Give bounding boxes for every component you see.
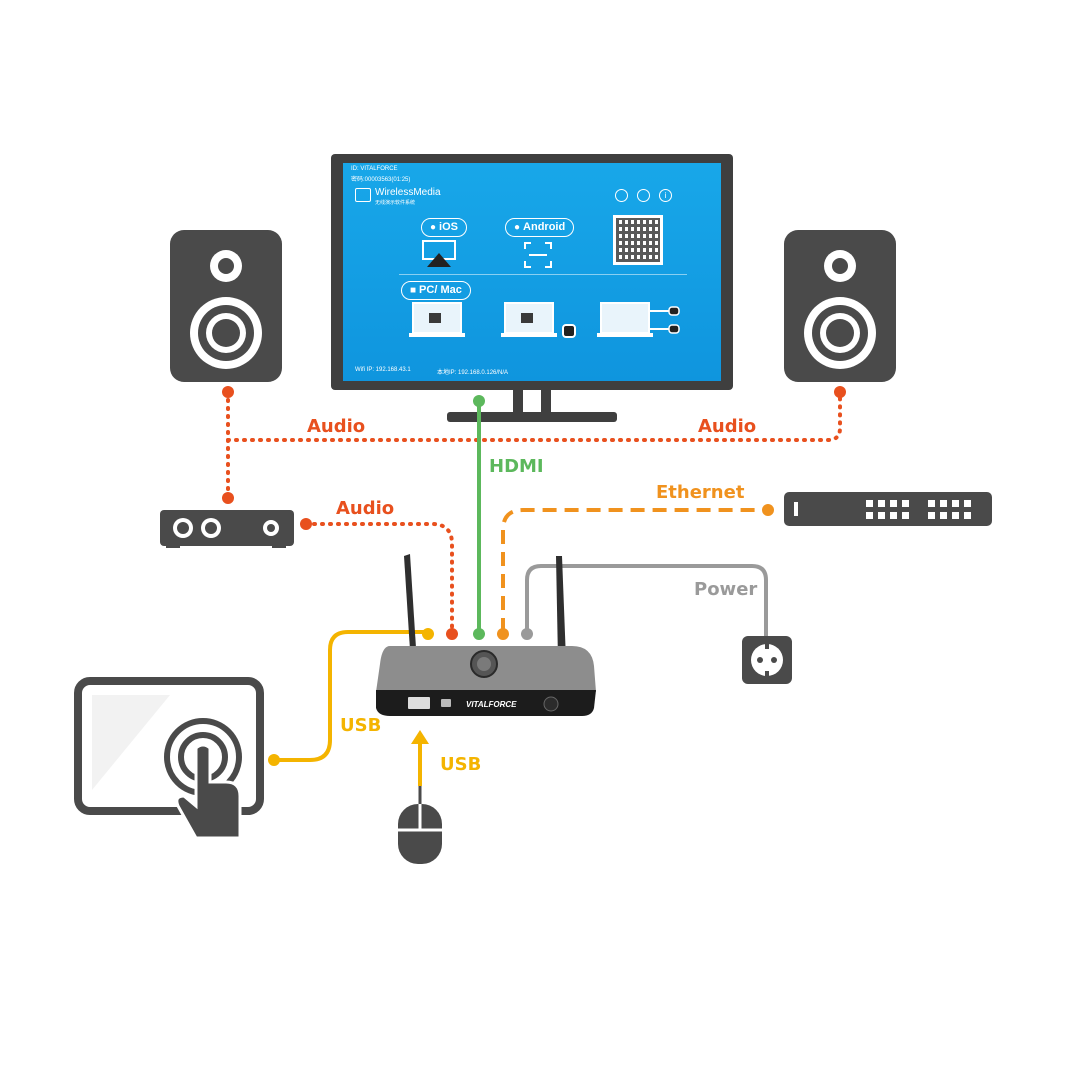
device-id-text: ID: VITALFORCE: [351, 166, 398, 172]
audio-interface-line: [304, 522, 454, 634]
audio-interface-label: Audio: [336, 498, 394, 519]
audio-left-connector: [222, 386, 234, 398]
box-usb-port: [422, 628, 434, 640]
laptop-dongle-icon: [501, 302, 576, 338]
info-icon[interactable]: i: [659, 189, 672, 202]
download-icon[interactable]: [637, 189, 650, 202]
touch-panel-icon: [74, 677, 264, 840]
apple-icon: ●: [430, 222, 437, 233]
airplay-icon: [422, 240, 456, 267]
ios-label: iOS: [439, 221, 458, 233]
audio-right-label: Audio: [698, 416, 756, 437]
device-code-text: 密码:00003563(01:25): [351, 177, 411, 183]
local-ip-text: 本地IP: 192.168.0.126/N/A: [437, 370, 509, 376]
right-speaker-icon: [784, 230, 896, 382]
app-logo-icon: [355, 188, 371, 202]
screen-divider: [399, 274, 687, 275]
usb-mouse-label: USB: [440, 754, 481, 775]
box-power-port: [521, 628, 533, 640]
device-brand-label: VITALFORCE: [466, 700, 517, 709]
ethernet-label: Ethernet: [656, 482, 745, 503]
app-name: WirelessMedia: [375, 187, 441, 198]
audio-left-label: Audio: [307, 416, 365, 437]
settings-icon[interactable]: [615, 189, 628, 202]
power-label: Power: [694, 579, 757, 600]
usb-touch-label: USB: [340, 715, 381, 736]
usb-touch-connector: [268, 754, 280, 766]
audio-right-connector: [834, 386, 846, 398]
audio-interface-connector: [300, 518, 312, 530]
left-speaker-icon: [170, 230, 282, 382]
pc-mac-pill[interactable]: ■PC/ Mac: [401, 281, 471, 300]
hdmi-label: HDMI: [489, 456, 544, 477]
audio-speakers-line: [226, 390, 842, 500]
android-pill[interactable]: ●Android: [505, 218, 575, 237]
audio-interface-icon: [160, 510, 294, 548]
box-audio-port: [446, 628, 458, 640]
app-subtitle: 无线演示软件系统: [375, 200, 416, 206]
wireless-box-icon: [376, 554, 596, 716]
box-hdmi-port: [473, 628, 485, 640]
laptop-cable-icon: [597, 302, 680, 337]
power-outlet-icon: [742, 636, 792, 684]
ethernet-switch-connector: [762, 504, 774, 516]
wifi-ip-text: Wifi IP: 192.168.43.1: [355, 367, 411, 373]
network-switch-icon: [784, 492, 992, 526]
qr-code-icon: [613, 215, 663, 265]
ethernet-line: [501, 508, 768, 632]
pc-mac-label: PC/ Mac: [419, 284, 462, 296]
windows-icon: ■: [410, 285, 417, 296]
android-label: Android: [523, 221, 566, 233]
ios-pill[interactable]: ●iOS: [421, 218, 467, 237]
hdmi-monitor-connector: [473, 395, 485, 407]
power-line: [525, 564, 768, 636]
android-icon: ●: [514, 222, 521, 233]
monitor-screen: ID: VITALFORCE 密码:00003563(01:25) Wirele…: [343, 163, 721, 381]
laptop-icon: [409, 302, 465, 337]
screen-mirror-icon: [524, 242, 552, 268]
usb-mouse-arrow: [411, 730, 429, 786]
box-ethernet-port: [497, 628, 509, 640]
mouse-icon: [398, 785, 442, 864]
usb-touch-line: [274, 630, 428, 762]
audio-interface-top-connector: [222, 492, 234, 504]
